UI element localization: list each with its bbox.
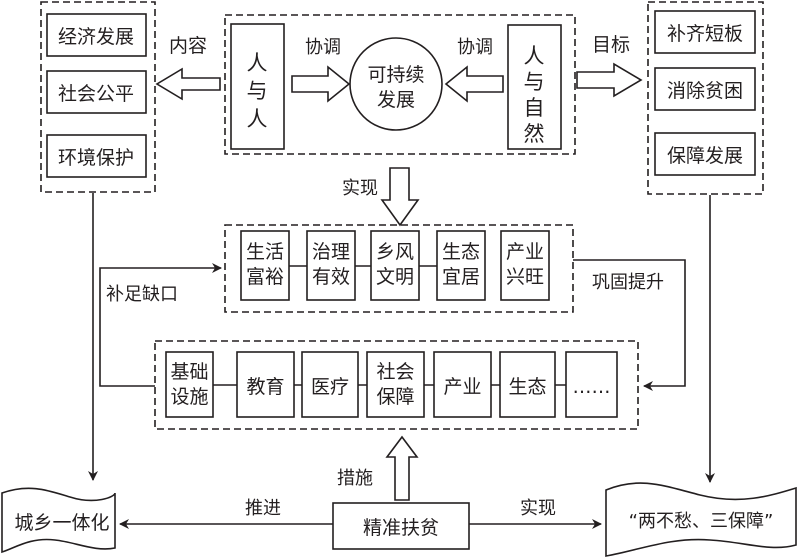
middle-row-item-box [436,230,486,301]
lower-row-item-text: 生态 [508,376,546,398]
realize-arrow-icon [380,167,420,227]
middle-row-item-text: 富裕 [246,266,284,288]
sustainable-development-text: 发展 [377,89,415,111]
sustainable-group: 人 与 人 协调 可持续 发展 协调 人 与 自 然 [224,14,576,155]
goal-item-box [654,10,756,54]
human-nature-char: 自 [524,96,545,120]
content-group: 经济发展 社会公平 环境保护 [40,1,156,193]
lower-row-item-text: …… [573,376,611,398]
coordinate-arrow-left-icon [444,65,504,103]
lower-row-item-box [301,351,359,418]
urban-rural-integration-text: 城乡一体化 [14,512,109,534]
urban-rural-integration-banner [1,487,116,554]
goal-item-box [654,67,756,111]
lower-row-item-text: 保障 [376,386,414,408]
content-item: 社会公平 [58,83,134,105]
targeted-poverty-alleviation-text: 精准扶贫 [363,517,439,539]
lower-row-item-box [165,351,214,418]
middle-row-item-text: 生态 [442,241,480,263]
coordinate-label-left: 协调 [305,37,341,58]
goal-item: 保障发展 [667,145,743,167]
fill-gap-label: 补足缺口 [106,284,178,305]
content-item-box [46,13,147,57]
lower-row-item-box [433,351,492,418]
goal-arrow-icon [576,62,643,98]
lower-row-item-box [499,351,556,418]
sustainable-development-circle [349,37,443,131]
consolidate-label: 巩固提升 [592,272,664,293]
lower-row-item-box [366,351,425,418]
content-item-box [46,70,147,114]
sustainable-group-frame [224,14,576,155]
middle-row-item-text: 宜居 [442,266,480,288]
promote-label: 推进 [245,498,281,519]
middle-row-frame [224,224,574,313]
lower-row-item-text: 基础 [170,361,208,383]
lower-row-item-box [236,351,295,418]
middle-row-item-box [240,230,290,301]
lower-row-item-box [565,351,618,418]
goal-item-box [654,132,756,176]
middle-row-item-text: 产业 [506,241,544,263]
human-human-box [230,23,285,150]
human-human-char: 人 [247,107,268,131]
goal-group: 补齐短板 消除贫困 保障发展 [647,1,764,195]
human-nature-char: 然 [524,122,545,146]
content-item: 经济发展 [58,26,134,48]
content-item: 环境保护 [58,147,134,169]
middle-row-item-box [370,230,420,301]
goal-item: 消除贫困 [667,80,743,102]
two-assurances-banner [605,482,797,557]
two-assurances-text: “两不愁、三保障” [629,511,774,532]
measures-label: 措施 [337,468,373,489]
coordinate-arrow-right-icon [291,65,351,103]
middle-row-item-box [306,230,356,301]
lower-row-item-text: 医疗 [311,376,349,398]
middle-row-item-text: 生活 [246,241,284,263]
content-arrow-icon [155,67,221,101]
goal-label: 目标 [592,34,630,56]
human-human-char: 与 [247,79,268,103]
middle-row-item-text: 有效 [312,266,350,288]
content-item-box [46,134,147,178]
middle-row-item-text: 文明 [376,266,414,288]
middle-row-item-box [500,230,550,301]
content-group-frame [40,1,156,193]
human-human-char: 人 [247,51,268,75]
middle-row-item-text: 治理 [312,241,350,263]
realize-label: 实现 [342,178,378,199]
content-label: 内容 [169,35,207,57]
consolidate-connector [573,259,686,391]
human-nature-char: 人 [524,44,545,68]
lower-row-item-text: 设施 [170,386,208,408]
coordinate-label-right: 协调 [457,37,493,58]
human-nature-char: 与 [524,70,545,94]
measures-arrow-icon [385,435,419,501]
middle-row-item-text: 乡风 [376,241,414,263]
sustainable-development-text: 可持续 [367,64,424,86]
achieve-label: 实现 [520,498,556,519]
goal-group-frame [647,1,764,195]
human-nature-box [507,24,562,150]
targeted-poverty-alleviation-box [332,502,470,550]
middle-row-item-text: 兴旺 [506,266,544,288]
lower-row-item-text: 产业 [443,376,481,398]
goal-item: 补齐短板 [667,23,743,45]
lower-row-item-text: 社会 [376,361,414,383]
fill-gap-connector [99,263,222,387]
lower-row-item-text: 教育 [246,376,284,398]
